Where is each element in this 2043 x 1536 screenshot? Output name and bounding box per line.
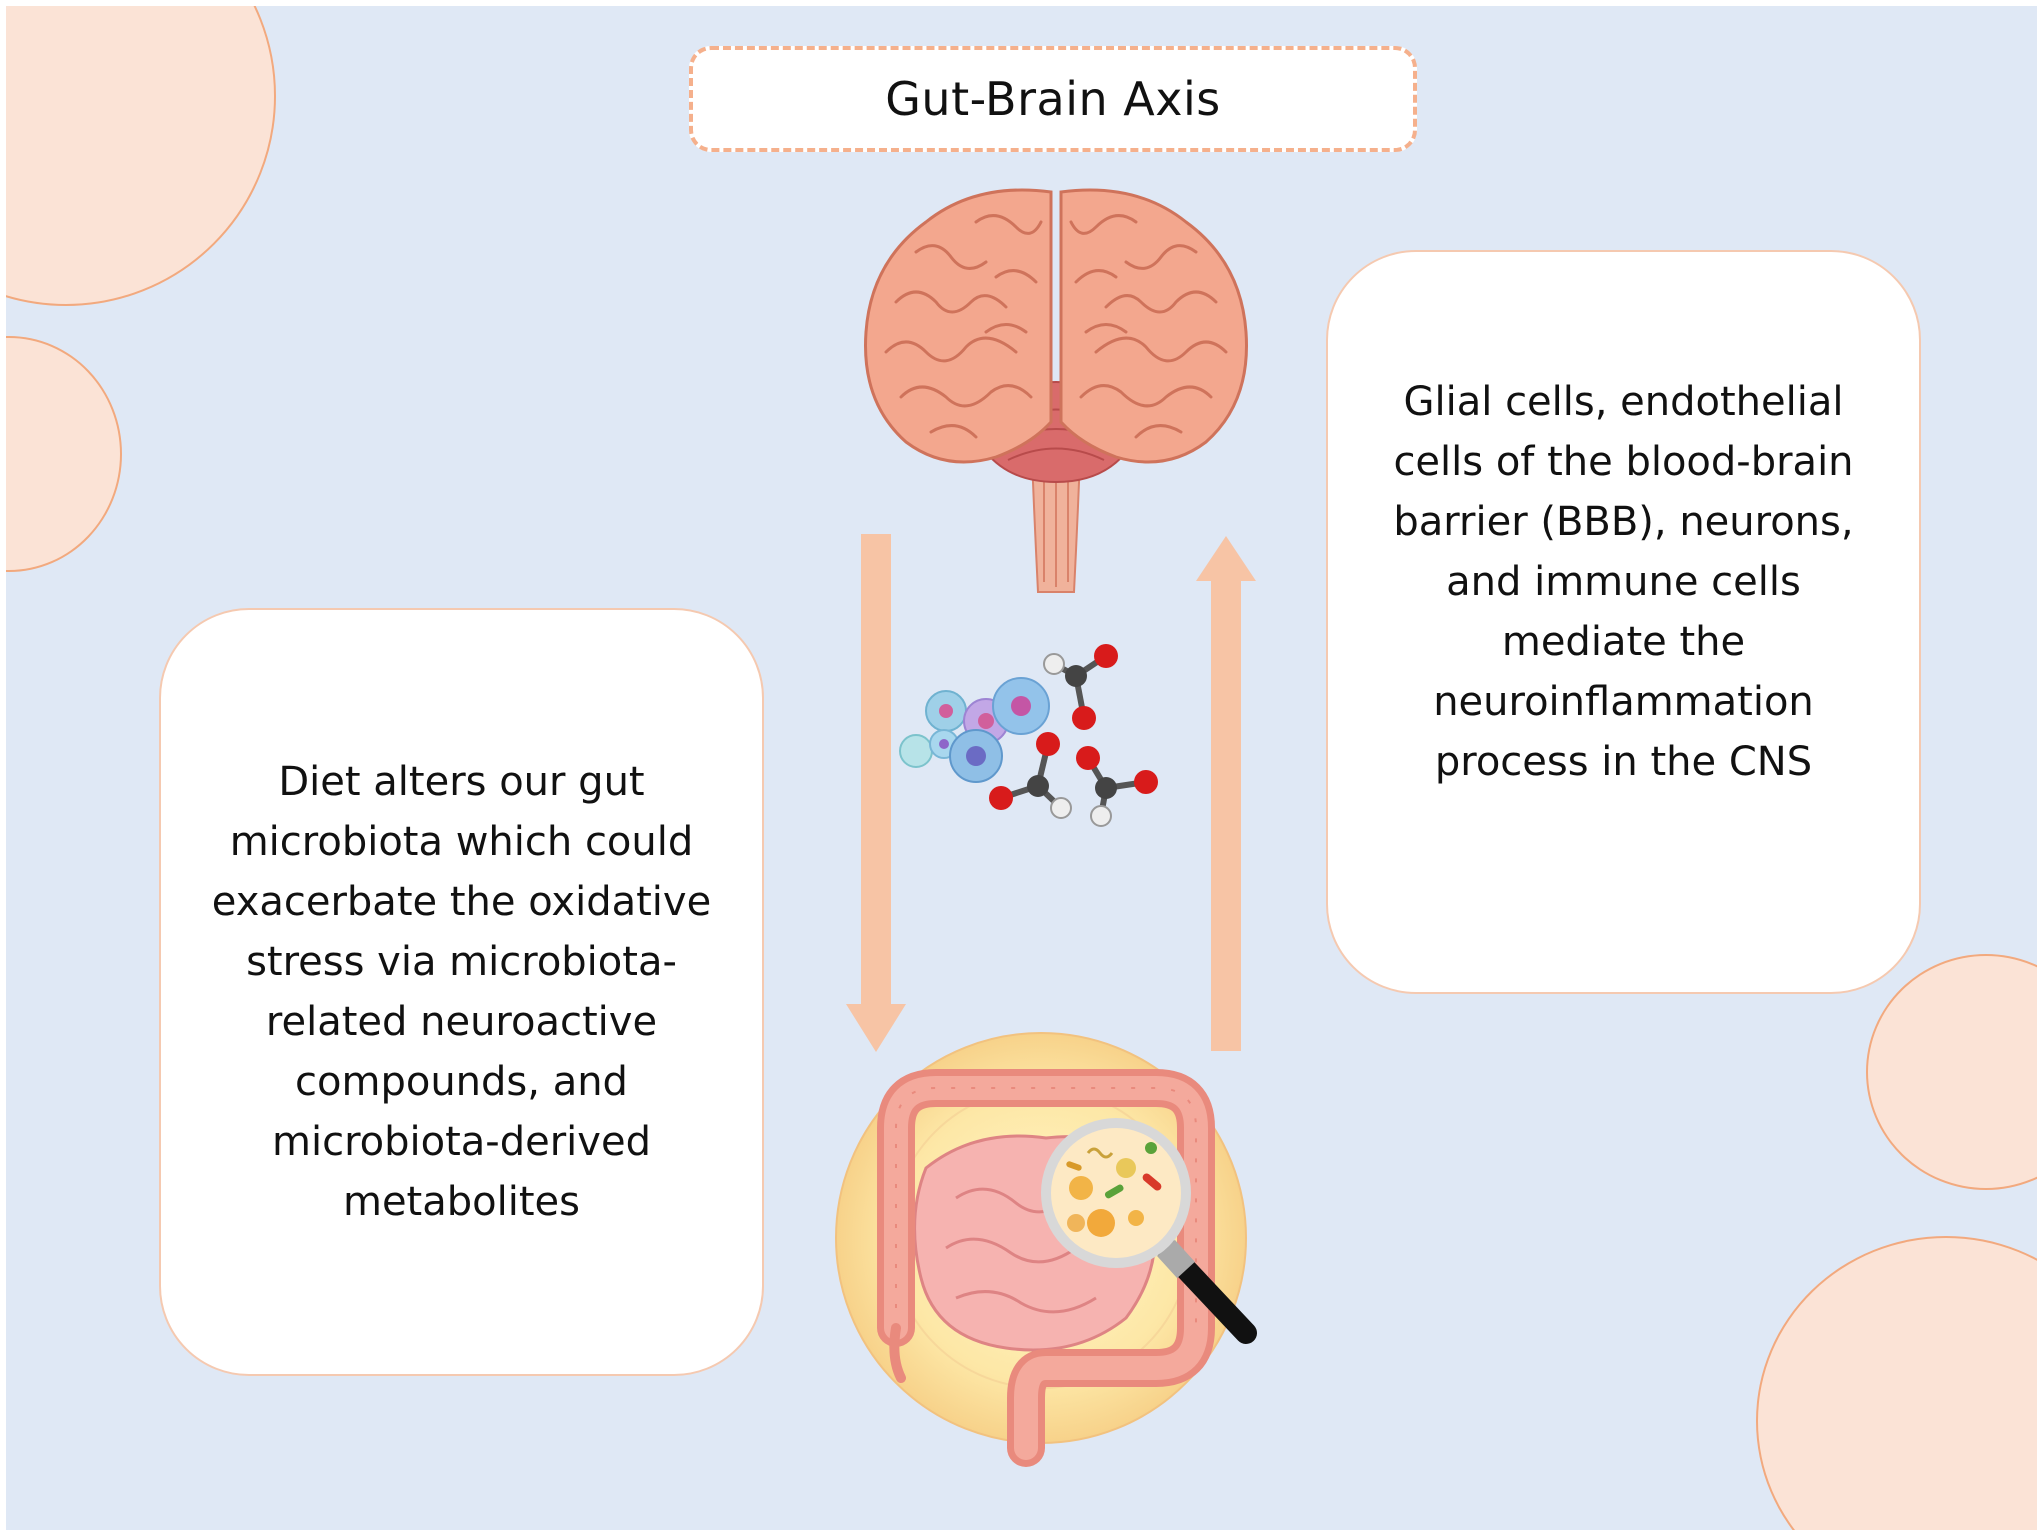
up-arrow xyxy=(1196,536,1256,1051)
bacteria-in-lens xyxy=(1066,1142,1162,1237)
diagram-title: Gut-Brain Axis xyxy=(885,72,1221,126)
neuroinflammation-card: Glial cells, endothelial cells of the bl… xyxy=(1326,250,1921,994)
magnifier-icon xyxy=(1041,1118,1257,1344)
decorative-circle-bottom-right xyxy=(1756,1236,2037,1530)
decorative-circle-right xyxy=(1866,954,2037,1190)
molecule-right xyxy=(1076,746,1158,827)
diet-microbiota-text: Diet alters our gut microbiota which cou… xyxy=(211,759,712,1225)
molecules-icon xyxy=(899,644,1158,827)
molecule-top xyxy=(1043,644,1118,730)
down-arrow xyxy=(846,534,906,1052)
neuroinflammation-text: Glial cells, endothelial cells of the bl… xyxy=(1393,379,1854,785)
brain-icon xyxy=(864,188,1248,593)
microbe-cells xyxy=(899,677,1050,783)
decorative-circle-top-left xyxy=(6,6,276,306)
title-box: Gut-Brain Axis xyxy=(689,46,1417,152)
decorative-circle-left xyxy=(6,336,122,572)
molecule-left xyxy=(989,732,1072,819)
diagram-canvas: Gut-Brain Axis xyxy=(6,6,2037,1530)
intestine-icon xyxy=(835,1032,1257,1467)
diet-microbiota-card: Diet alters our gut microbiota which cou… xyxy=(159,608,764,1376)
